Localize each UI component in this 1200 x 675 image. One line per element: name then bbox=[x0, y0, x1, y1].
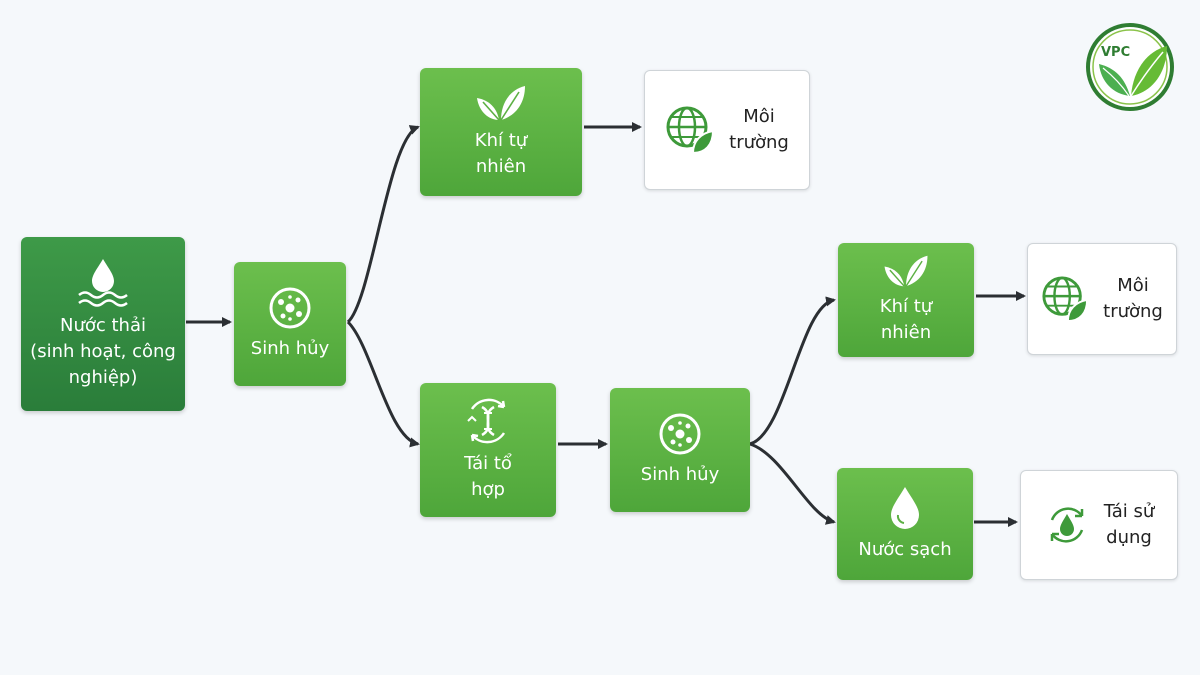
arrow-decompose2-to-cleanwater bbox=[749, 442, 836, 525]
node-environment-2-label: Môi trường bbox=[1103, 275, 1163, 322]
node-decompose-1-label: Sinh hủy bbox=[250, 338, 330, 359]
node-wastewater-label: Nước thải (sinh hoạt, công nghiệp) bbox=[30, 315, 176, 388]
node-decompose-2-label: Sinh hủy bbox=[640, 464, 720, 485]
node-reuse: Tái sử dụng bbox=[1020, 470, 1178, 580]
node-decompose-1: Sinh hủy bbox=[234, 262, 346, 386]
node-wastewater: Nước thải (sinh hoạt, công nghiệp) bbox=[21, 237, 185, 411]
node-clean-water: Nước sạch bbox=[837, 468, 973, 580]
water-drop-icon bbox=[891, 487, 919, 529]
arrow-decompose1-to-gas1 bbox=[346, 125, 420, 324]
node-decompose-2: Sinh hủy bbox=[610, 388, 750, 512]
node-environment-1-label: Môi trường bbox=[729, 106, 789, 153]
arrow-decompose1-to-recombine bbox=[346, 320, 420, 448]
globe-leaf-icon bbox=[1042, 276, 1089, 323]
node-natural-gas-2: Khí tự nhiên bbox=[838, 243, 974, 357]
leaf-icon bbox=[477, 86, 525, 121]
microbe-icon bbox=[269, 287, 311, 329]
node-natural-gas-1-label: Khí tự nhiên bbox=[474, 130, 528, 177]
node-reuse-label: Tái sử dụng bbox=[1103, 501, 1155, 548]
dna-cycle-icon bbox=[467, 398, 506, 444]
node-natural-gas-2-label: Khí tự nhiên bbox=[879, 296, 933, 343]
vpc-logo-text: VPC bbox=[1101, 45, 1130, 60]
globe-leaf-icon bbox=[666, 106, 715, 155]
vpc-logo: VPC bbox=[1086, 23, 1174, 111]
microbe-icon bbox=[659, 413, 701, 455]
water-waves-icon bbox=[78, 259, 128, 307]
recycle-drop-icon bbox=[1050, 507, 1083, 543]
node-recombine: Tái tổ hợp bbox=[420, 383, 556, 517]
node-environment-1: Môi trường bbox=[644, 70, 810, 190]
node-environment-2: Môi trường bbox=[1027, 243, 1177, 355]
node-recombine-label: Tái tổ hợp bbox=[464, 453, 512, 500]
leaf-icon bbox=[884, 255, 928, 287]
node-natural-gas-1: Khí tự nhiên bbox=[420, 68, 582, 196]
node-clean-water-label: Nước sạch bbox=[858, 539, 952, 560]
arrow-decompose2-to-gas2 bbox=[749, 296, 836, 446]
